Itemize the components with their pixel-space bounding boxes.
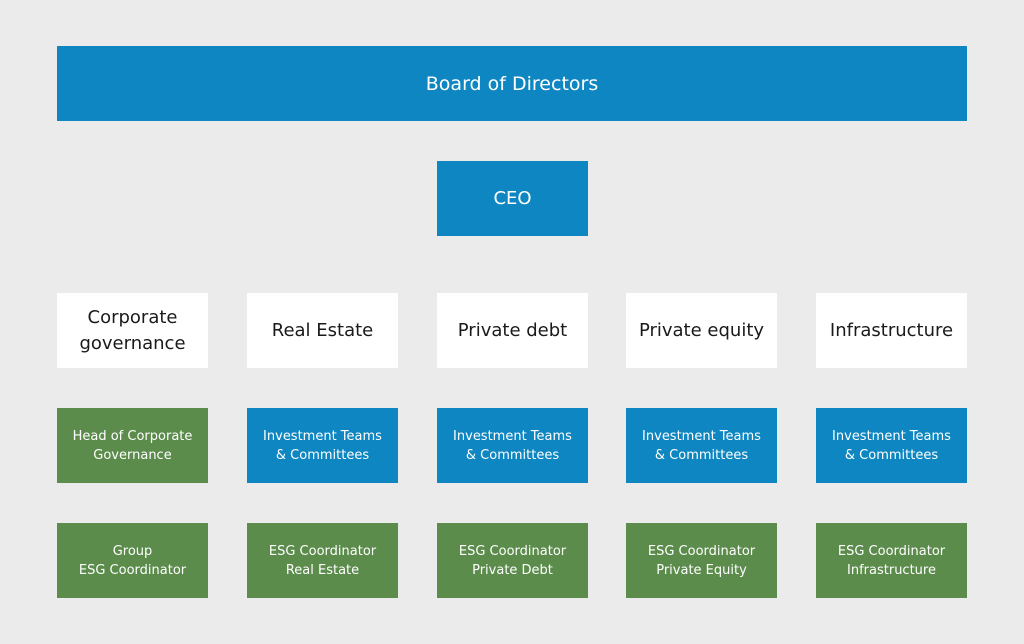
division-label: Real Estate (271, 319, 374, 341)
role-label: Investment Teams & Committees (263, 428, 382, 463)
investment-teams-real-estate-box: Investment Teams & Committees (247, 408, 398, 483)
ceo-box: CEO (437, 161, 588, 236)
role-label: ESG Coordinator Private Debt (458, 543, 567, 578)
role-label: Group ESG Coordinator (78, 543, 187, 578)
division-private-debt: Private debt (437, 293, 588, 368)
division-label: Private debt (457, 319, 568, 341)
division-label: Infrastructure (829, 319, 954, 341)
role-label: Investment Teams & Committees (453, 428, 572, 463)
role-label: ESG Coordinator Real Estate (268, 543, 377, 578)
board-of-directors-box: Board of Directors (57, 46, 967, 121)
investment-teams-private-debt-box: Investment Teams & Committees (437, 408, 588, 483)
division-infrastructure: Infrastructure (816, 293, 967, 368)
role-label: Investment Teams & Committees (642, 428, 761, 463)
esg-coordinator-real-estate-box: ESG Coordinator Real Estate (247, 523, 398, 598)
group-esg-coordinator-box: Group ESG Coordinator (57, 523, 208, 598)
investment-teams-private-equity-box: Investment Teams & Committees (626, 408, 777, 483)
division-corporate-governance: Corporate governance (57, 293, 208, 368)
division-label: Corporate governance (79, 306, 186, 354)
role-label: Investment Teams & Committees (832, 428, 951, 463)
division-real-estate: Real Estate (247, 293, 398, 368)
investment-teams-infrastructure-box: Investment Teams & Committees (816, 408, 967, 483)
division-label: Private equity (638, 319, 765, 341)
esg-coordinator-infrastructure-box: ESG Coordinator Infrastructure (816, 523, 967, 598)
head-of-corporate-governance-box: Head of Corporate Governance (57, 408, 208, 483)
board-of-directors-label: Board of Directors (425, 72, 599, 95)
esg-coordinator-private-debt-box: ESG Coordinator Private Debt (437, 523, 588, 598)
role-label: ESG Coordinator Infrastructure (837, 543, 946, 578)
ceo-label: CEO (493, 188, 532, 209)
division-private-equity: Private equity (626, 293, 777, 368)
role-label: Head of Corporate Governance (72, 428, 193, 463)
role-label: ESG Coordinator Private Equity (647, 543, 756, 578)
esg-coordinator-private-equity-box: ESG Coordinator Private Equity (626, 523, 777, 598)
